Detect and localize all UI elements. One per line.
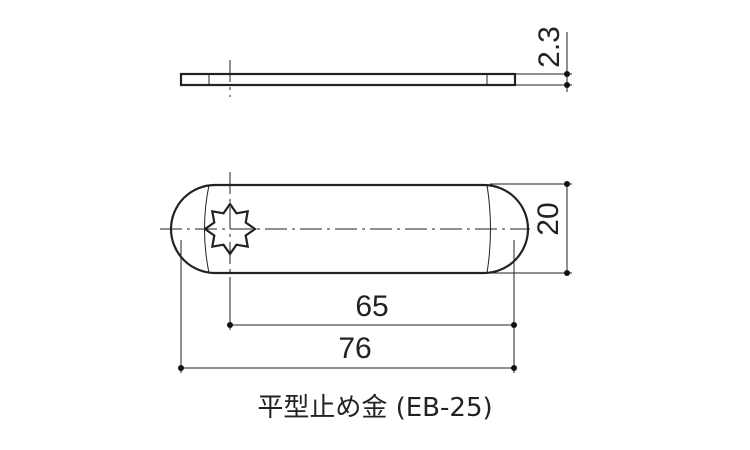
spacing-arrow-dot-right: [511, 322, 517, 328]
width-dimension: 20: [490, 181, 572, 276]
thickness-value: 2.3: [533, 26, 566, 68]
thickness-dimension: 2.3: [516, 26, 572, 92]
length-arrow-dot-right: [511, 365, 517, 371]
length-arrow-dot-left: [178, 365, 184, 371]
spacing-value: 65: [355, 290, 388, 323]
hole-spacing-dimension: 65: [227, 240, 517, 373]
width-arrow-dot-top: [564, 181, 570, 187]
drawing-caption: 平型止め金 (EB-25): [257, 393, 493, 423]
side-view-plate: [179, 72, 517, 87]
width-value: 20: [532, 202, 565, 235]
thickness-arrow-dot-bottom: [564, 82, 570, 88]
length-value: 76: [338, 332, 371, 365]
thickness-arrow-dot-top: [564, 71, 570, 77]
width-arrow-dot-bottom: [564, 270, 570, 276]
side-view: [179, 60, 517, 97]
overall-length-dimension: 76: [178, 240, 517, 373]
spacing-arrow-dot-left: [227, 322, 233, 328]
plate-outline: [169, 183, 530, 275]
top-view: [160, 172, 530, 286]
